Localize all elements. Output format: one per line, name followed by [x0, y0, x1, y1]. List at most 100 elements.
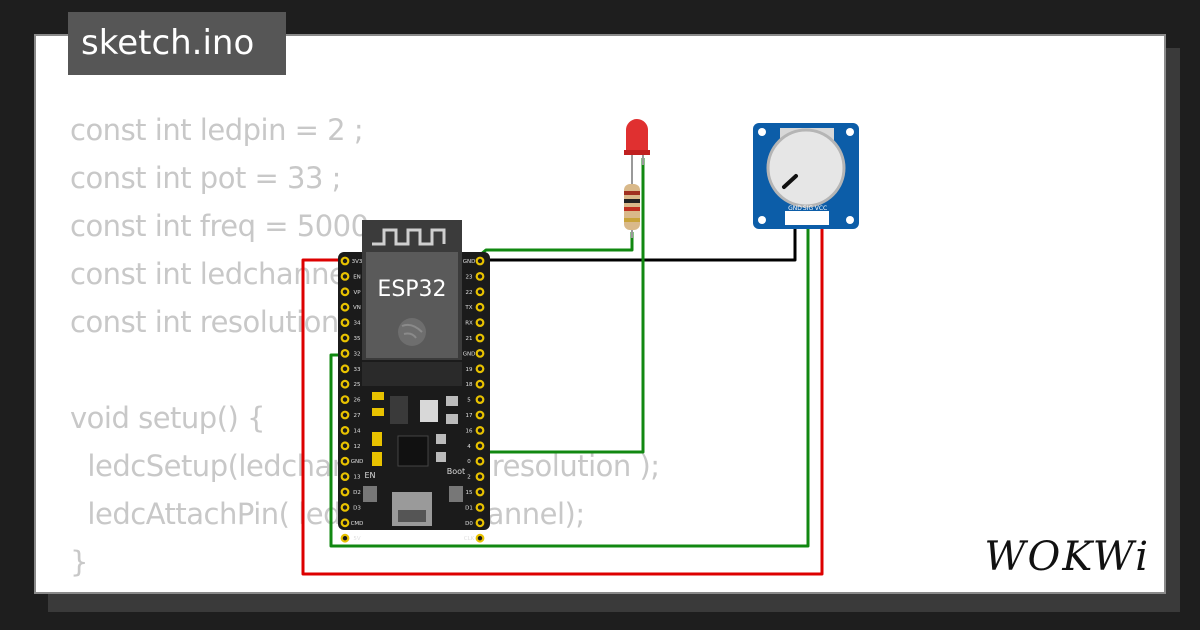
header-pin[interactable]: [475, 410, 485, 420]
pin-label: 5V: [353, 536, 360, 542]
header-pin[interactable]: [340, 379, 350, 389]
header-pin[interactable]: [340, 318, 350, 328]
wire-power: [301, 215, 824, 576]
header-pin[interactable]: [475, 287, 485, 297]
esp32-board[interactable]: ESP32 EN Boot 3V3ENVPVN34353233252627141…: [338, 220, 490, 543]
pin-label: 33: [354, 367, 361, 373]
header-pin[interactable]: [475, 487, 485, 497]
header-pin[interactable]: [340, 426, 350, 435]
pin-label: 19: [466, 367, 473, 373]
code-line: const int ledpin = 2 ;: [70, 113, 364, 147]
header-pin[interactable]: [475, 533, 485, 543]
pin-label: 17: [466, 413, 473, 419]
header-pin[interactable]: [475, 395, 485, 405]
header-pin[interactable]: [475, 503, 485, 512]
header-pin[interactable]: [340, 256, 350, 266]
header-pin[interactable]: [340, 503, 350, 512]
preview-card: const int ledpin = 2 ; const int pot = 33…: [34, 34, 1166, 594]
header-pin[interactable]: [475, 302, 485, 312]
header-pin[interactable]: [340, 456, 350, 466]
pin-label: CMD: [351, 521, 364, 527]
led[interactable]: [624, 119, 650, 178]
pin-label: 22: [466, 290, 473, 296]
pin-label: 16: [466, 428, 473, 434]
header-pin[interactable]: [475, 272, 485, 281]
pin-label: VP: [353, 290, 361, 296]
pin-label: CLK: [464, 536, 475, 542]
pin-label: 23: [466, 274, 473, 280]
svg-text:GND: GND: [788, 205, 802, 212]
pin-label: 0: [467, 459, 471, 465]
header-pin[interactable]: [475, 426, 485, 435]
header-pin[interactable]: [475, 349, 485, 358]
header-pin[interactable]: [340, 487, 350, 497]
en-button[interactable]: [363, 486, 377, 502]
pin-label: EN: [353, 274, 361, 280]
header-pin[interactable]: [340, 349, 350, 358]
code-line: void setup() {: [70, 401, 265, 435]
svg-text:EN: EN: [364, 471, 375, 480]
resistor[interactable]: [624, 176, 640, 238]
pin-label: D0: [465, 521, 473, 527]
header-pin[interactable]: [475, 364, 485, 374]
wire-gnd: [480, 215, 797, 262]
pin-label: 13: [354, 475, 361, 481]
header-pin[interactable]: [340, 333, 350, 343]
pin-label: VN: [353, 305, 361, 311]
header-pin[interactable]: [340, 272, 350, 281]
code-line: const int pot = 33 ;: [70, 161, 341, 195]
svg-text:SIG: SIG: [803, 205, 814, 212]
pin-label: GND: [351, 459, 364, 465]
header-pin[interactable]: [475, 379, 485, 389]
pin-label: D2: [353, 490, 361, 496]
pin-label: 3V3: [352, 259, 363, 265]
boot-button[interactable]: [449, 486, 463, 502]
pin-label: 15: [466, 490, 473, 496]
header-pin[interactable]: [475, 518, 485, 528]
wire-pot-signal: [329, 215, 810, 548]
pin-label: 12: [354, 444, 361, 450]
header-pin[interactable]: [340, 518, 350, 528]
header-pin[interactable]: [475, 441, 485, 451]
header-pin[interactable]: [340, 302, 350, 312]
pin-label: 26: [354, 398, 361, 404]
pin-label: 32: [354, 351, 361, 357]
header-pin[interactable]: [340, 472, 350, 482]
pin-label: TX: [464, 305, 472, 311]
svg-text:VCC: VCC: [815, 205, 827, 212]
header-pin[interactable]: [340, 410, 350, 420]
pin-label: 18: [466, 382, 473, 388]
pin-label: 14: [354, 428, 361, 434]
pin-label: 25: [354, 382, 361, 388]
pin-label: 4: [467, 444, 471, 450]
pin-label: 5: [467, 398, 471, 404]
pin-label: D1: [465, 505, 473, 511]
header-pin[interactable]: [340, 364, 350, 374]
header-pin[interactable]: [340, 395, 350, 405]
pin-label: RX: [465, 321, 473, 327]
potentiometer[interactable]: GND SIG VCC: [753, 123, 859, 229]
header-pin[interactable]: [475, 456, 485, 466]
header-pin[interactable]: [475, 333, 485, 343]
pin-label: GND: [463, 259, 476, 265]
pin-label: 21: [466, 336, 473, 342]
header-pin[interactable]: [340, 441, 350, 451]
wire-led-anode: [480, 158, 645, 454]
header-pin[interactable]: [340, 533, 350, 543]
header-pin[interactable]: [475, 256, 485, 266]
code-line: const int ledchannel = 0 ;: [70, 257, 432, 291]
svg-text:Boot: Boot: [447, 467, 465, 476]
wire-resistor: [479, 232, 634, 257]
header-pin[interactable]: [340, 287, 350, 297]
board-label: ESP32: [377, 277, 446, 302]
pin-label: 2: [467, 475, 471, 481]
file-tab[interactable]: sketch.ino: [68, 12, 286, 75]
header-pin[interactable]: [475, 318, 485, 328]
header-pin[interactable]: [475, 472, 485, 482]
code-line: const int freq = 5000;: [70, 209, 378, 243]
pin-label: 34: [354, 321, 361, 327]
pot-knob[interactable]: [766, 128, 846, 208]
pin-label: 27: [354, 413, 361, 419]
wokwi-logo: WOKWi: [984, 534, 1150, 580]
